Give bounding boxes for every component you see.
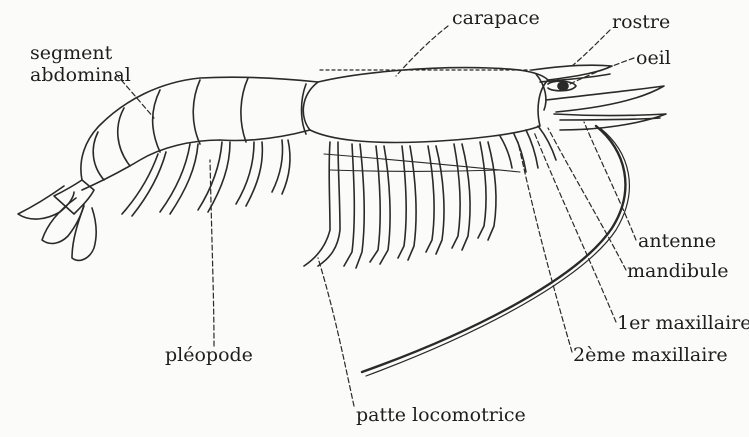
leader-mandibule: [548, 128, 626, 270]
leader-1er: [534, 132, 616, 322]
label-segment-abdominal: segment abdominal: [30, 42, 131, 86]
leader-oeil: [570, 58, 634, 84]
antennule-shapes: [546, 86, 666, 130]
pleopod-shapes: [122, 140, 290, 216]
leader-patte: [318, 258, 354, 406]
label-segment-line1: segment: [30, 42, 131, 64]
label-antenne: antenne: [638, 231, 716, 251]
label-mandibule: mandibule: [627, 261, 729, 281]
label-rostre: rostre: [612, 12, 670, 32]
leader-2eme: [518, 142, 572, 352]
label-premier-maxillaire: 1er maxillaire: [617, 313, 749, 333]
leader-rostre: [572, 30, 610, 66]
label-carapace: carapace: [452, 8, 540, 28]
carapace-shape: [303, 68, 548, 143]
tail-fan-shape: [18, 180, 96, 260]
label-oeil: oeil: [636, 48, 671, 68]
label-patte-locomotrice: patte locomotrice: [356, 405, 526, 425]
rostrum-shape: [532, 65, 612, 110]
abdomen-shapes: [81, 77, 318, 190]
label-segment-line2: abdominal: [30, 64, 131, 86]
label-pleopode: pléopode: [165, 345, 253, 365]
walking-leg-shapes: [304, 142, 520, 268]
label-deuxieme-maxillaire: 2ème maxillaire: [573, 345, 728, 365]
